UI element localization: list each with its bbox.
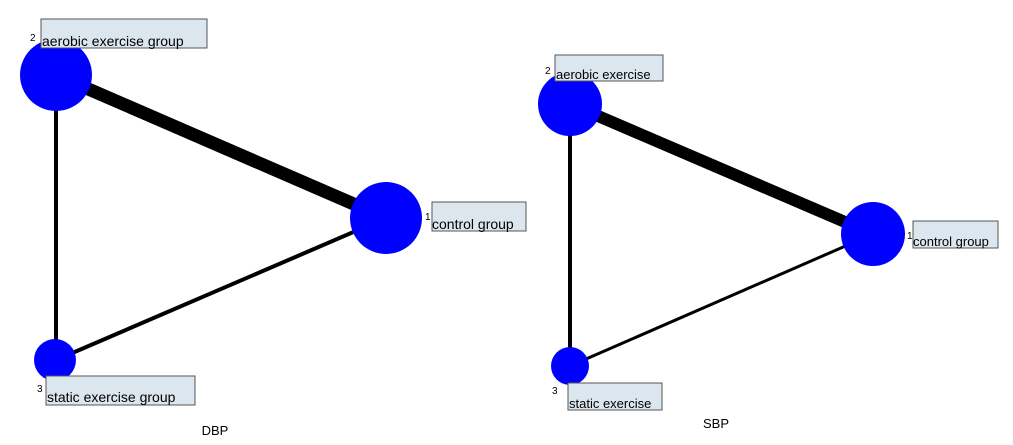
node-static [551, 347, 589, 385]
node-number: 2 [30, 33, 36, 44]
dbp-network: 2 aerobic exercise group 1 control group… [20, 18, 527, 438]
node-number: 3 [37, 384, 43, 395]
node-label-static: static exercise [569, 396, 651, 411]
edge-static-control [55, 216, 387, 362]
edge-aerobic-control [567, 98, 876, 240]
node-label-control: control group [432, 216, 514, 232]
node-control [350, 182, 422, 254]
node-number: 3 [552, 386, 558, 397]
label-box [554, 54, 664, 82]
node-aerobic [538, 72, 602, 136]
sbp-network: 2 aerobic exercise 1 control group 3 sta… [538, 54, 999, 431]
edge-static-control [569, 232, 874, 368]
label-box [912, 220, 999, 249]
diagram-caption-sbp: SBP [703, 416, 729, 431]
label-box [45, 375, 196, 406]
label-box [567, 382, 663, 411]
node-control [841, 202, 905, 266]
label-box [431, 201, 527, 232]
edge-aerobic-control [53, 69, 389, 224]
node-label-aerobic: aerobic exercise group [42, 33, 184, 49]
node-number: 2 [545, 66, 551, 77]
label-box [40, 18, 208, 49]
node-aerobic [20, 39, 92, 111]
node-label-static: static exercise group [47, 389, 176, 405]
node-number: 1 [907, 231, 913, 242]
node-label-aerobic: aerobic exercise [556, 67, 651, 82]
node-static [34, 339, 76, 381]
diagram-caption-dbp: DBP [202, 423, 229, 438]
node-number: 1 [425, 212, 431, 223]
node-label-control: control group [913, 234, 989, 249]
